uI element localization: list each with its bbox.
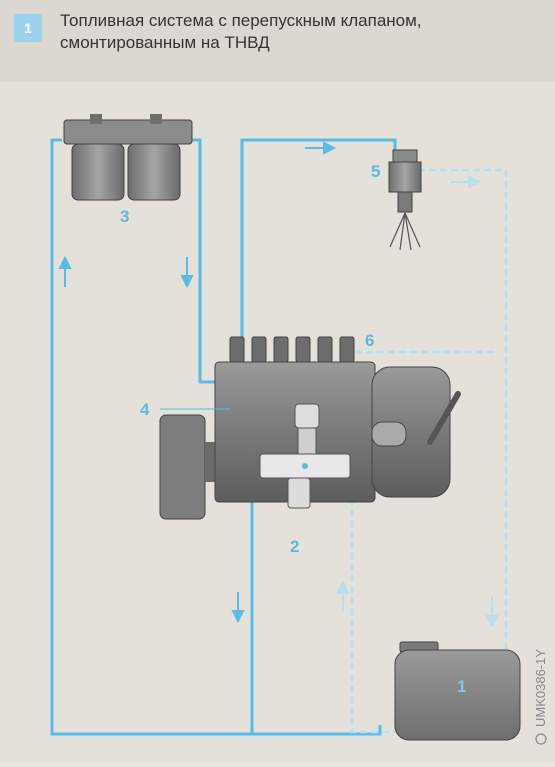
spray-cone (389, 212, 421, 251)
diagram-svg: 3 5 6 4 2 1 UMK0386-1Y (50, 114, 548, 745)
filter-head (63, 119, 193, 145)
filter-screw-1 (90, 114, 102, 124)
arrow-down-filter (180, 275, 194, 289)
title-line-2: смонтированным на ТНВД (60, 33, 270, 52)
code-symbol-icon (535, 733, 547, 745)
label-injector: 5 (371, 162, 380, 181)
valve-stem (297, 427, 317, 457)
pump-coupling (159, 414, 206, 520)
return-arrows (336, 175, 499, 629)
governor-window (371, 421, 407, 447)
arrow-right-top (323, 141, 337, 155)
tank-body (394, 649, 521, 741)
fuel-system-diagram: 3 5 6 4 2 1 UMK0386-1Y (0, 82, 555, 762)
filter-bowl-2 (127, 143, 181, 201)
code-text: UMK0386-1Y (533, 649, 548, 727)
label-overflow-valve: 2 (290, 537, 299, 556)
line-filter-to-pump (190, 138, 216, 384)
component-labels: 3 5 6 4 2 1 (120, 162, 466, 696)
valve-bottom (287, 477, 311, 509)
label-pressure-lines: 6 (365, 331, 374, 350)
line-tank-to-filter (50, 138, 382, 736)
injector-body (388, 161, 422, 193)
line-valve-return (350, 465, 395, 734)
fuel-filter-assembly (63, 114, 193, 201)
arrow-down-return (485, 615, 499, 629)
arrow-right-leakoff (468, 175, 482, 189)
label-filters: 3 (120, 207, 129, 226)
figure-number-badge: 1 (14, 14, 42, 42)
valve-cap (294, 403, 320, 429)
delivery-valve-holders (229, 336, 355, 363)
title-line-1: Топливная система с перепускным клапаном… (60, 11, 422, 30)
figure-code: UMK0386-1Y (533, 649, 548, 745)
label-pump: 4 (140, 400, 150, 419)
line-injector-leakoff (418, 168, 508, 677)
filter-screw-2 (150, 114, 162, 124)
arrow-up-left (58, 255, 72, 269)
injection-pump (159, 336, 461, 520)
injector-nozzle (397, 191, 413, 213)
injector-head (392, 149, 418, 163)
pump-shaft (205, 442, 217, 482)
label-tank: 1 (457, 677, 466, 696)
fuel-tank (394, 641, 521, 741)
filter-bowl-1 (71, 143, 125, 201)
line-pump-to-tank (250, 475, 262, 734)
flow-arrows (58, 141, 337, 624)
valve-port (302, 463, 308, 469)
figure-header: 1 Топливная система с перепускным клапан… (0, 0, 555, 82)
injector (388, 149, 422, 251)
arrow-up-return (336, 580, 350, 594)
line-pump-to-injector (240, 138, 397, 344)
control-lever (427, 391, 461, 445)
figure-title: Топливная система с перепускным клапаном… (60, 10, 530, 54)
arrow-down-outlet (231, 610, 245, 624)
